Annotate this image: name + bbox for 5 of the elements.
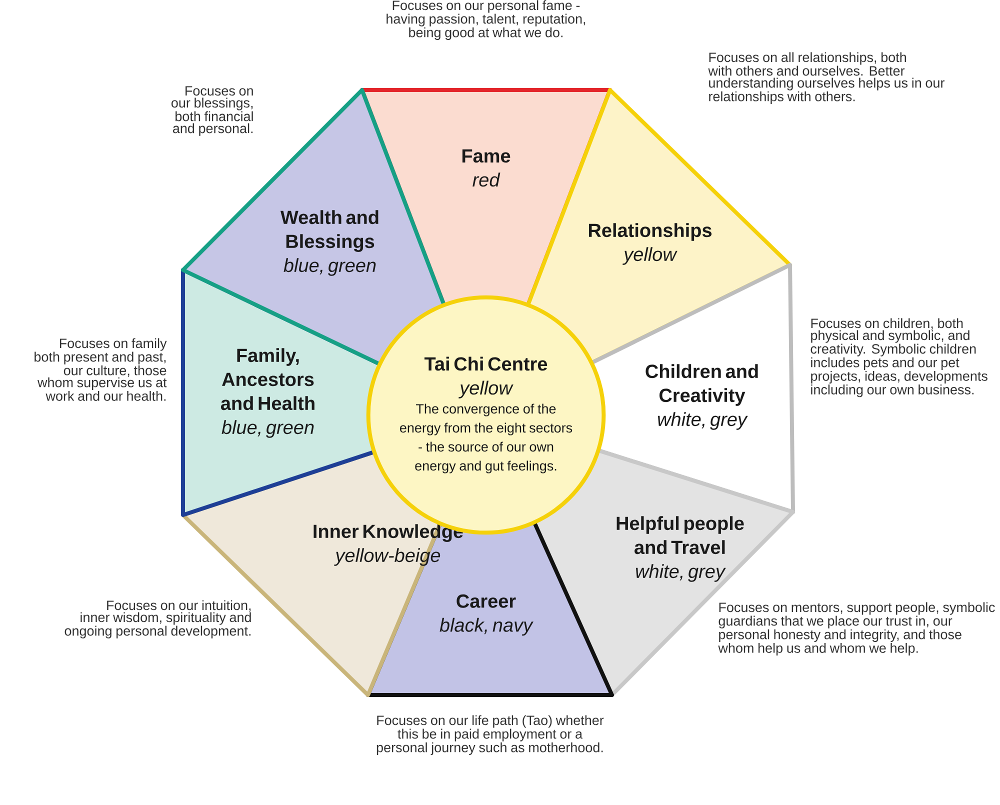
description-text: Focuses on our life path (Tao) whether this be in paid employment or a personal journey such as motherhood. — [376, 715, 604, 755]
description-text: Focuses on children, both physical and symbolic, and creativity. Symbolic children includes pets and our pet projects, ideas, developments including our own business. — [810, 318, 988, 398]
description-text: Focuses on family both present and past, our culture, those whom supervise us at work and our health. — [34, 338, 167, 401]
description-text: Focuses on our personal fame - having passion, talent, reputation, being good at what we do. — [386, 0, 586, 40]
description-text: Focuses on our intuition, inner wisdom, spirituality and ongoing personal development. — [64, 600, 251, 638]
